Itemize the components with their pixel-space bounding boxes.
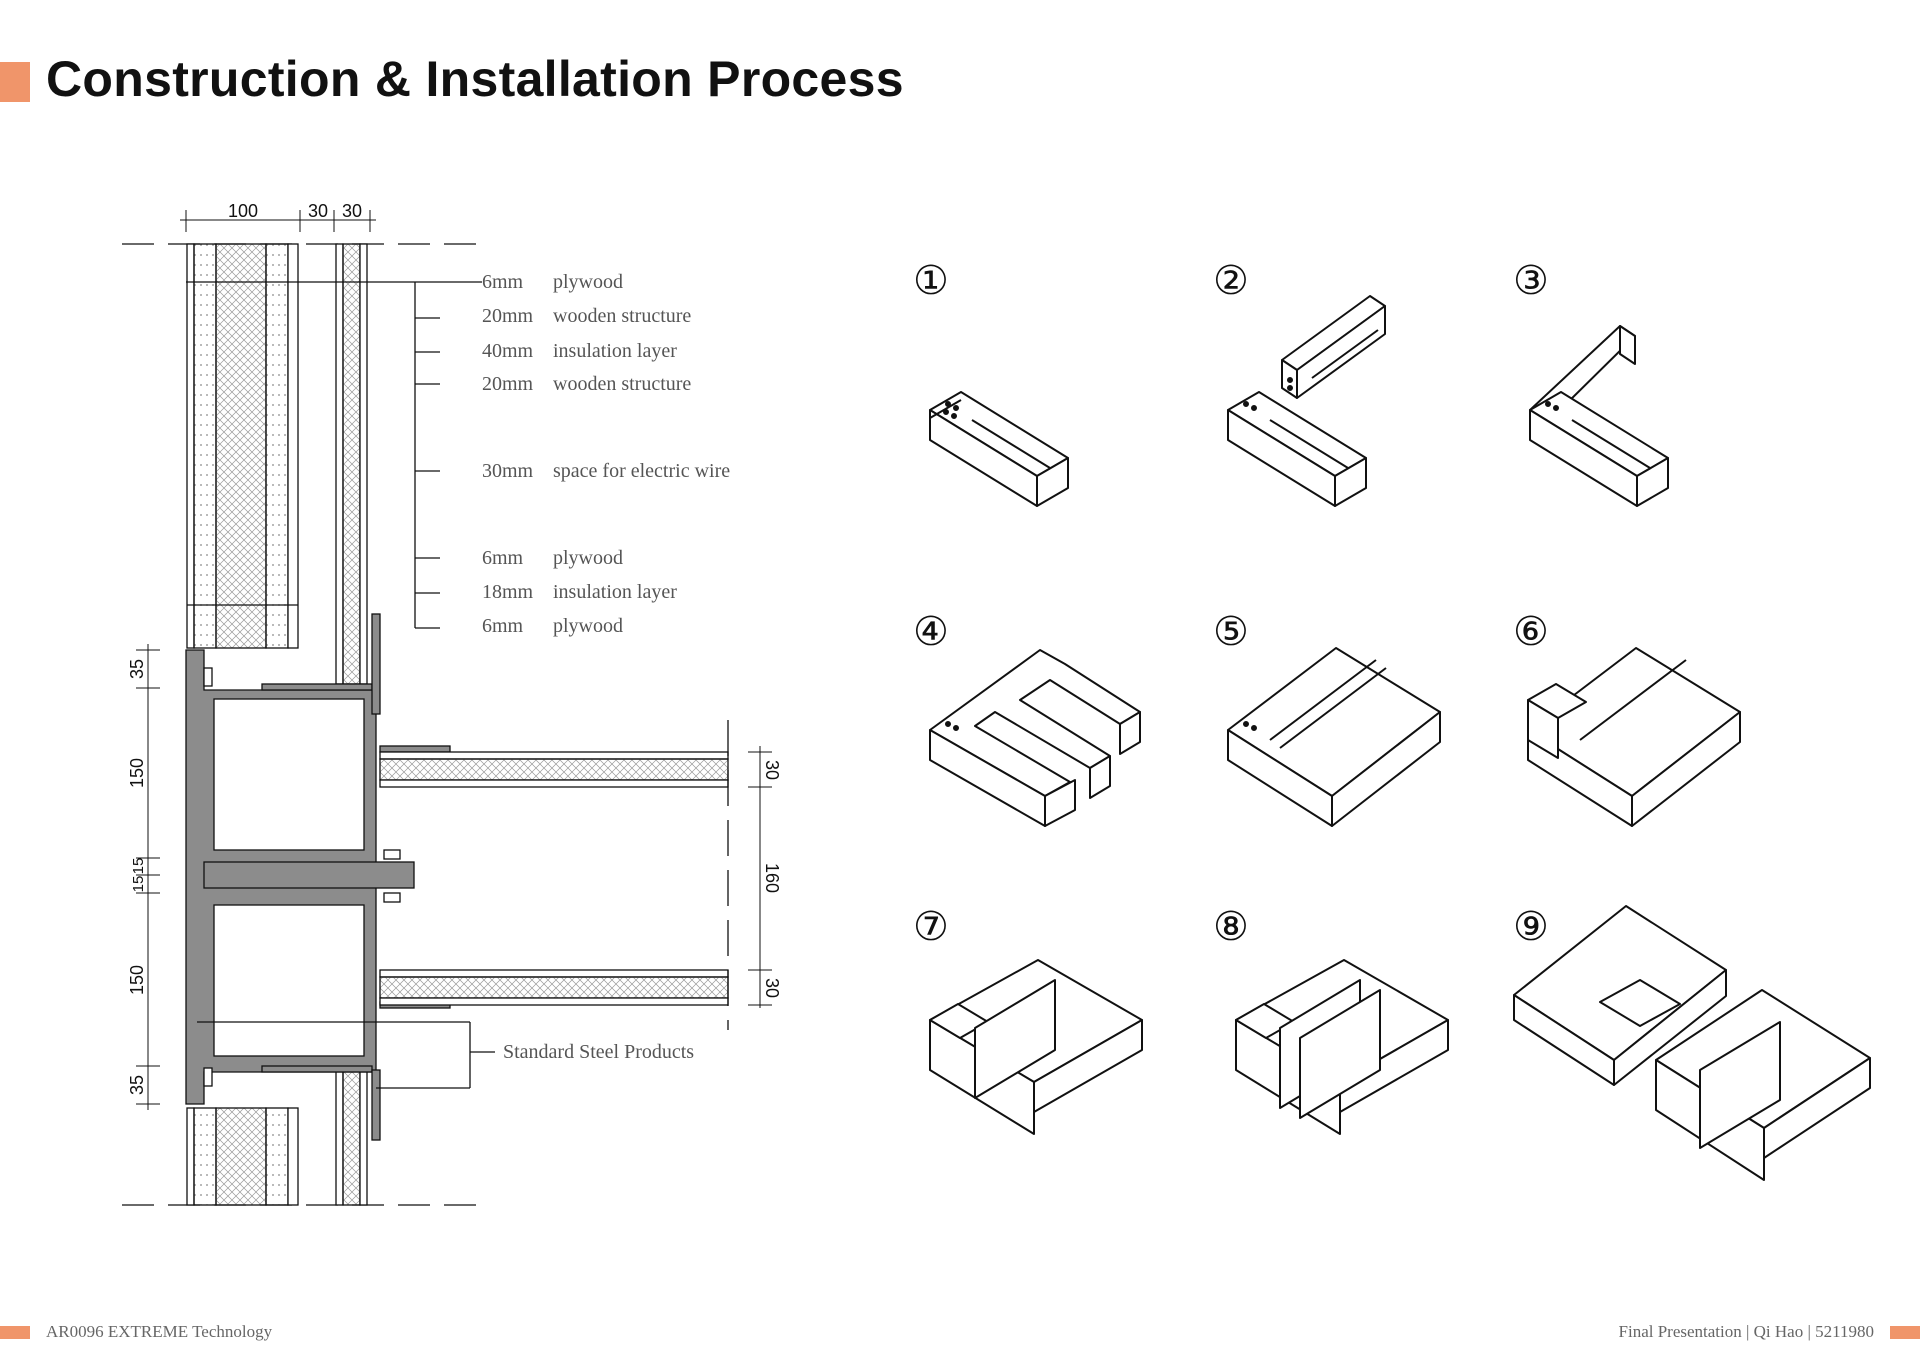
dim-left-15b: 15 (130, 876, 147, 893)
title-marker (0, 62, 30, 102)
layer-thickness: 30mm (482, 460, 534, 482)
lower-wall-panel (186, 1069, 368, 1206)
step-6-panel-frame (1527, 647, 1741, 827)
dimension-left (136, 644, 160, 1110)
step-number-4: ④ (913, 609, 949, 655)
steel-products-label: Standard Steel Products (503, 1041, 694, 1063)
step-number-1: ① (913, 258, 949, 304)
dimension-top (180, 210, 376, 232)
layer-leaders (186, 281, 482, 629)
dim-top-100: 100 (228, 201, 258, 221)
layer-thickness: 6mm (482, 271, 524, 293)
step-number-9: ⑨ (1513, 904, 1549, 950)
step-8-wall-panel (1235, 959, 1449, 1135)
dim-top-30a: 30 (308, 201, 328, 221)
dim-left-35a: 35 (127, 659, 147, 679)
upper-wall-panel (186, 243, 368, 685)
dim-right-30a: 30 (762, 760, 782, 780)
footer-right-marker (1890, 1326, 1920, 1339)
step-numbers: ① ② ③ ④ ⑤ ⑥ ⑦ ⑧ ⑨ (913, 258, 1549, 950)
step-number-7: ⑦ (913, 904, 949, 950)
step-7-wall-panel (929, 959, 1143, 1135)
layer-thickness: 6mm (482, 547, 524, 569)
floor-slabs (379, 720, 729, 1030)
step-number-6: ⑥ (1513, 609, 1549, 655)
layer-thickness: 18mm (482, 581, 534, 603)
footer-presentation: Final Presentation | Qi Hao | 5211980 (1618, 1322, 1874, 1341)
layer-material: insulation layer (553, 340, 677, 362)
step-number-3: ③ (1513, 258, 1549, 304)
dim-top-30b: 30 (342, 201, 362, 221)
layer-thickness: 40mm (482, 340, 534, 362)
layer-material: space for electric wire (553, 460, 730, 482)
dim-left-35b: 35 (127, 1075, 147, 1095)
steel-connection (185, 613, 451, 1141)
steel-hollow-sections (213, 698, 365, 1057)
bolts (203, 667, 401, 1087)
step-3-corner (1529, 325, 1669, 507)
dim-right-30b: 30 (762, 978, 782, 998)
footer-left-marker (0, 1326, 30, 1339)
steel-leader (197, 1021, 495, 1089)
step-2-beams (1227, 295, 1386, 507)
footer-course: AR0096 EXTREME Technology (46, 1322, 273, 1341)
layer-material: plywood (553, 547, 623, 569)
layer-labels: 6mm plywood 20mm wooden structure 40mm i… (482, 271, 730, 1063)
layer-material: plywood (553, 271, 623, 293)
step-9-assembly (1513, 905, 1871, 1181)
layer-thickness: 20mm (482, 373, 534, 395)
layer-material: insulation layer (553, 581, 677, 603)
step-number-8: ⑧ (1213, 904, 1249, 950)
break-lines (122, 243, 480, 1206)
layer-material: plywood (553, 615, 623, 637)
step-number-2: ② (1213, 258, 1249, 304)
step-number-5: ⑤ (1213, 609, 1249, 655)
dim-left-150b: 150 (127, 965, 147, 995)
dim-right-160: 160 (762, 863, 782, 893)
step-4-frame (929, 649, 1141, 827)
step-1-beam (929, 391, 1069, 507)
layer-thickness: 6mm (482, 615, 524, 637)
layer-material: wooden structure (553, 305, 691, 327)
dim-left-15a: 15 (130, 858, 147, 875)
layer-material: wooden structure (553, 373, 691, 395)
page-title: Construction & Installation Process (46, 51, 904, 107)
dim-left-150a: 150 (127, 758, 147, 788)
layer-thickness: 20mm (482, 305, 534, 327)
step-5-panel-frame (1227, 647, 1441, 827)
dimension-right (748, 746, 772, 1008)
wall-section (122, 210, 772, 1206)
